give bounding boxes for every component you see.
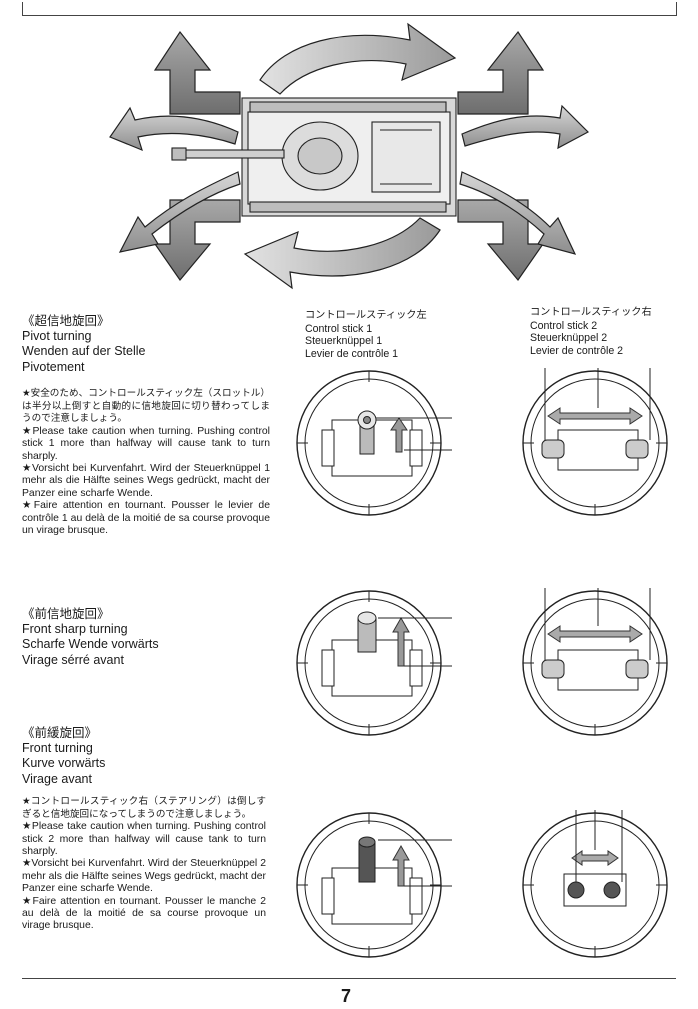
left-upper-sweep-arrow bbox=[109, 106, 239, 152]
page-number: 7 bbox=[341, 986, 352, 1006]
stick1-dial-front-turn bbox=[296, 812, 452, 958]
front-sharp-title-en: Front sharp turning bbox=[22, 621, 128, 636]
stick2-dial-front-turn bbox=[522, 810, 668, 958]
front-sharp-title-block: 《前信地旋回》 Front sharp turning Scharfe Wend… bbox=[22, 606, 282, 668]
front-turn-title-en: Front turning bbox=[22, 740, 93, 755]
front-turn-title-de: Kurve vorwärts bbox=[22, 756, 106, 770]
front-sharp-title-jp: 《前信地旋回》 bbox=[22, 606, 110, 621]
stick-left-label-en: Control stick 1 bbox=[305, 322, 373, 335]
stick-right-label: コントロールスティック右 Control stick 2 Steuerknüpp… bbox=[530, 307, 652, 357]
pivot-title-fr: Pivotement bbox=[22, 359, 85, 374]
right-lower-sweep-arrow bbox=[459, 171, 577, 255]
pivot-note-en: ★Please take caution when turning. Pushi… bbox=[22, 425, 270, 462]
front-sharp-title-de: Scharfe Wende vorwärts bbox=[22, 637, 159, 651]
stick1-dial-front-sharp bbox=[296, 590, 452, 736]
front-turn-note-fr: ★Faire attention en tournant. Pousser le… bbox=[22, 895, 266, 932]
corner-mark-right bbox=[676, 2, 677, 16]
pivot-title-block: 《超信地旋回》 Pivot turning Wenden auf der Ste… bbox=[22, 313, 282, 375]
pivot-note: ★安全のため、コントロールスティック左（スロットル）は半分以上倒すと自動的に信地… bbox=[22, 388, 270, 537]
front-turn-title-fr: Virage avant bbox=[22, 771, 92, 786]
upper-left-up-arrow bbox=[153, 30, 241, 115]
front-sharp-title-fr: Virage sérré avant bbox=[22, 652, 124, 667]
tank-top-view bbox=[171, 97, 457, 217]
top-curved-arrow bbox=[259, 22, 457, 95]
front-turn-note: ★コントロールスティック右（ステアリング）は倒しすぎると信地旋回になってしまうの… bbox=[22, 796, 266, 933]
pivot-note-de: ★Vorsicht bei Kurvenfahrt. Wird der Steu… bbox=[22, 463, 270, 499]
stick-left-label-fr: Levier de contrôle 1 bbox=[305, 347, 399, 360]
stick-left-label-de: Steuerknüppel 1 bbox=[305, 335, 383, 348]
stick-right-label-fr: Levier de contrôle 2 bbox=[530, 344, 624, 357]
front-turn-note-de: ★Vorsicht bei Kurvenfahrt. Wird der Steu… bbox=[22, 858, 266, 895]
top-rule bbox=[22, 15, 676, 16]
tank-turning-illustration bbox=[109, 22, 589, 290]
right-upper-sweep-arrow bbox=[461, 104, 589, 150]
stick-left-label-jp: コントロールスティック左 bbox=[305, 310, 427, 321]
front-turn-note-jp: ★コントロールスティック右（ステアリング）は倒しすぎると信地旋回になってしまうの… bbox=[22, 796, 266, 820]
stick-right-label-jp: コントロールスティック右 bbox=[530, 307, 652, 318]
front-turn-title-block: 《前緩旋回》 Front turning Kurve vorwärts Vira… bbox=[22, 725, 282, 787]
pivot-note-jp: ★安全のため、コントロールスティック左（スロットル）は半分以上倒すと自動的に信地… bbox=[22, 388, 270, 425]
pivot-title-jp: 《超信地旋回》 bbox=[22, 313, 110, 328]
pivot-note-fr: ★Faire attention en tournant. Pousser le… bbox=[22, 500, 270, 537]
stick2-dial-front-sharp bbox=[522, 588, 668, 736]
stick2-dial-pivot bbox=[522, 368, 668, 516]
front-turn-title-jp: 《前緩旋回》 bbox=[22, 725, 98, 740]
bottom-curved-arrow bbox=[243, 217, 441, 290]
corner-mark-left bbox=[22, 2, 23, 16]
front-turn-note-en: ★Please take caution when turning. Pushi… bbox=[22, 821, 266, 857]
stick-left-label: コントロールスティック左 Control stick 1 Steuerknüpp… bbox=[305, 310, 427, 360]
bottom-rule bbox=[22, 978, 676, 979]
lower-right-down-arrow bbox=[457, 199, 545, 281]
stick-right-label-de: Steuerknüppel 2 bbox=[530, 332, 608, 345]
pivot-title-en: Pivot turning bbox=[22, 328, 92, 343]
stick1-dial-pivot bbox=[296, 370, 452, 516]
pivot-title-de: Wenden auf der Stelle bbox=[22, 344, 146, 358]
lower-left-down-arrow bbox=[153, 199, 241, 281]
upper-right-up-arrow bbox=[457, 30, 545, 115]
left-lower-sweep-arrow bbox=[118, 171, 241, 253]
stick-right-label-en: Control stick 2 bbox=[530, 319, 598, 332]
